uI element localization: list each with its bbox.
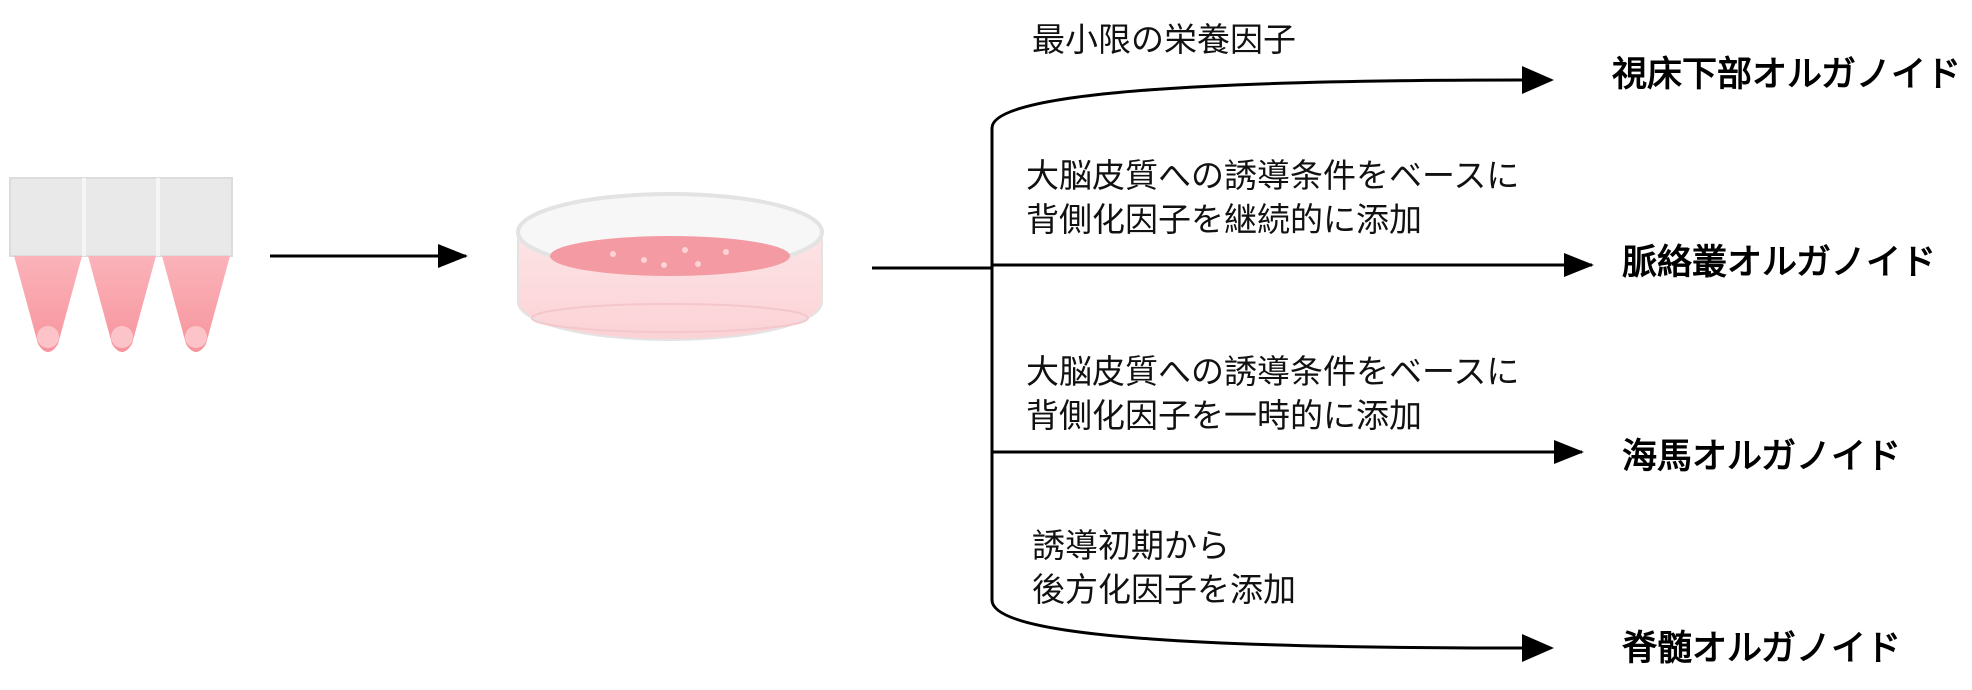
condition-choroid-plexus: 大脳皮質への誘導条件をベースに 背側化因子を継続的に添加	[1026, 156, 1520, 239]
culture-tubes-icon	[9, 177, 233, 352]
target-choroid-plexus-organoid: 脈絡叢オルガノイド	[1622, 243, 1936, 283]
target-hippocampus-organoid: 海馬オルガノイド	[1622, 437, 1901, 477]
condition-spinal-cord: 誘導初期から 後方化因子を添加	[1032, 526, 1296, 609]
arrowhead-hypothalamus	[1522, 66, 1554, 94]
target-hypothalamus-organoid: 視床下部オルガノイド	[1612, 55, 1961, 95]
target-spinal-cord-organoid: 脊髄オルガノイド	[1622, 629, 1901, 669]
condition-hypothalamus: 最小限の栄養因子	[1032, 20, 1296, 59]
arrowhead-spinal-cord	[1522, 634, 1554, 662]
branch-trunk	[990, 78, 1523, 650]
condition-hippocampus: 大脳皮質への誘導条件をベースに 背側化因子を一時的に添加	[1026, 352, 1520, 435]
petri-dish-icon	[516, 192, 824, 341]
